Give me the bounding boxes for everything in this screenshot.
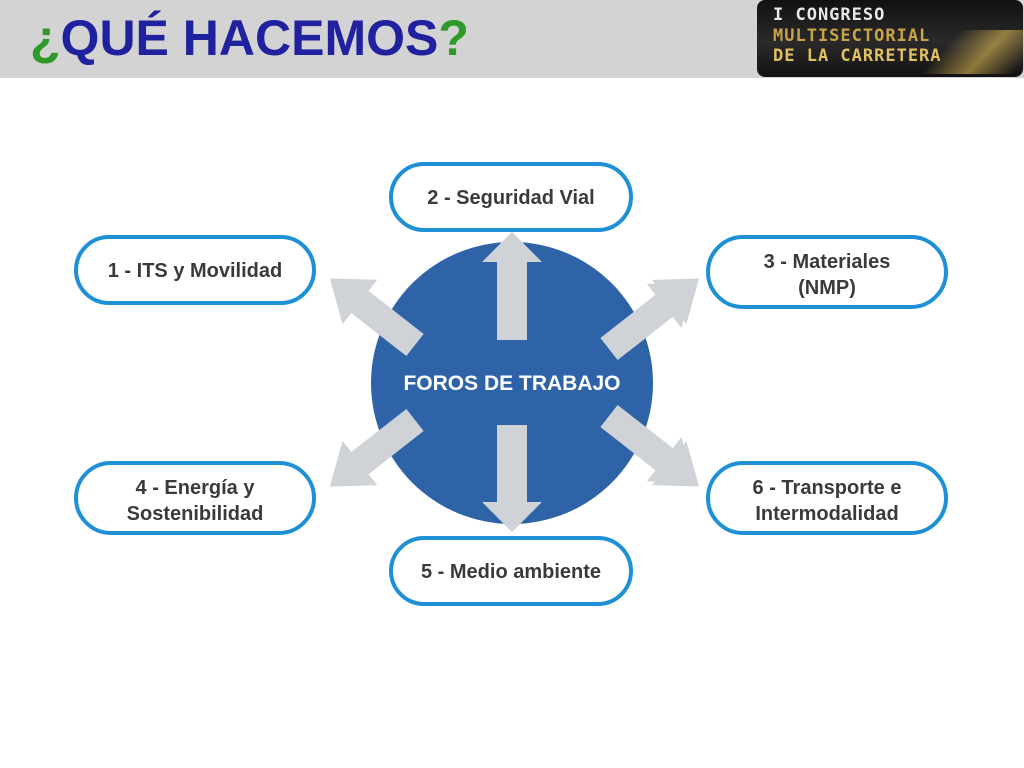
node-seguridad-vial: 2 - Seguridad Vial [389, 162, 633, 232]
node-label-line-1: 6 - Transporte e [753, 477, 902, 499]
logo-line-2: MULTISECTORIAL [773, 26, 931, 46]
node-transporte: 6 - Transporte e Intermodalidad [706, 461, 948, 535]
node-energia: 4 - Energía y Sostenibilidad [74, 461, 316, 535]
arrow-down-head [482, 502, 542, 532]
node-materiales: 3 - Materiales (NMP) [706, 235, 948, 309]
node-box [706, 461, 948, 535]
node-box [389, 536, 633, 606]
node-its-movilidad: 1 - ITS y Movilidad [74, 235, 316, 305]
node-medio-ambiente: 5 - Medio ambiente [389, 536, 633, 606]
node-label: 1 - ITS y Movilidad [108, 260, 282, 282]
congress-logo: I CONGRESO MULTISECTORIAL DE LA CARRETER… [757, 0, 1023, 77]
center-circle [371, 242, 653, 524]
arrow-down-shaft [497, 425, 527, 502]
node-label: 5 - Medio ambiente [421, 561, 601, 583]
title-close-mark: ? [438, 10, 469, 66]
arrow-down-right-overlay [600, 404, 695, 483]
node-label-line-2: Sostenibilidad [127, 503, 264, 525]
node-box [389, 162, 633, 232]
arrow-up-left-overlay [329, 278, 424, 357]
logo-line-1: I CONGRESO [773, 5, 886, 25]
title-open-mark: ¿ [30, 10, 61, 66]
node-label-line-2: (NMP) [798, 277, 856, 299]
logo-line-3: DE LA CARRETERA [773, 46, 942, 66]
page-title: ¿QUÉ HACEMOS? [30, 6, 469, 70]
arrow-up-head [482, 232, 542, 262]
node-label-line-2: Intermodalidad [755, 503, 898, 525]
node-box [706, 235, 948, 309]
node-label-line-1: 3 - Materiales [764, 251, 891, 273]
node-label: 2 - Seguridad Vial [427, 187, 594, 209]
title-text: QUÉ HACEMOS [60, 10, 439, 66]
node-box [74, 235, 316, 305]
center-label: FOROS DE TRABAJO [403, 372, 620, 395]
arrow-up-shaft [497, 262, 527, 340]
arrow-down-left-overlay [329, 408, 424, 487]
node-box [74, 461, 316, 535]
arrow-up-right-overlay [600, 282, 695, 361]
node-label-line-1: 4 - Energía y [136, 477, 256, 499]
